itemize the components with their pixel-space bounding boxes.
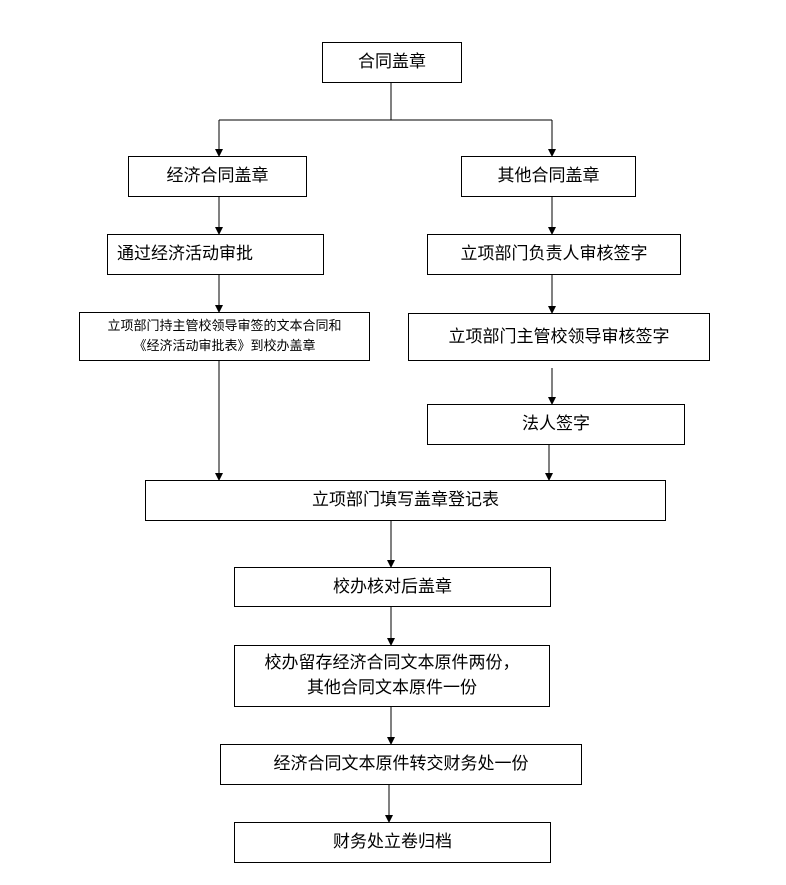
- node-retain-originals: 校办留存经济合同文本原件两份， 其他合同文本原件一份: [234, 645, 550, 707]
- node-economic-contract-stamping: 经济合同盖章: [128, 156, 307, 197]
- node-economic-activity-approval-label: 通过经济活动审批: [117, 244, 253, 265]
- node-other-contract-stamping-label: 其他合同盖章: [497, 166, 600, 187]
- node-retain-originals-line2: 其他合同文本原件一份: [307, 678, 477, 698]
- node-office-check-stamp: 校办核对后盖章: [234, 567, 551, 607]
- node-retain-originals-line1: 校办留存经济合同文本原件两份，: [264, 653, 520, 674]
- node-dept-head-review-label: 立项部门负责人审核签字: [460, 244, 648, 265]
- node-economic-contract-stamping-label: 经济合同盖章: [166, 166, 269, 187]
- node-transfer-to-finance: 经济合同文本原件转交财务处一份: [220, 744, 582, 785]
- node-other-contract-stamping: 其他合同盖章: [461, 156, 636, 197]
- node-dept-leader-review: 立项部门主管校领导审核签字: [408, 313, 710, 361]
- node-office-stamping-request: 立项部门持主管校领导审签的文本合同和 《经济活动审批表》到校办盖章: [79, 312, 370, 361]
- node-finance-archive-label: 财务处立卷归档: [333, 832, 452, 853]
- node-contract-stamping: 合同盖章: [322, 42, 462, 83]
- node-stamp-registration-form-label: 立项部门填写盖章登记表: [312, 490, 499, 511]
- node-contract-stamping-label: 合同盖章: [358, 52, 426, 73]
- node-finance-archive: 财务处立卷归档: [234, 822, 551, 863]
- node-office-check-stamp-label: 校办核对后盖章: [333, 576, 452, 597]
- node-legal-rep-signature-label: 法人签字: [522, 414, 590, 435]
- node-stamp-registration-form: 立项部门填写盖章登记表: [145, 480, 666, 521]
- node-legal-rep-signature: 法人签字: [427, 404, 685, 445]
- node-office-stamping-request-line1: 立项部门持主管校领导审签的文本合同和: [107, 319, 342, 334]
- node-office-stamping-request-line2: 《经济活动审批表》到校办盖章: [133, 338, 316, 354]
- node-economic-activity-approval: 通过经济活动审批: [107, 234, 324, 275]
- node-transfer-to-finance-label: 经济合同文本原件转交财务处一份: [273, 754, 529, 775]
- node-dept-head-review: 立项部门负责人审核签字: [427, 234, 681, 275]
- node-dept-leader-review-label: 立项部门主管校领导审核签字: [448, 326, 670, 347]
